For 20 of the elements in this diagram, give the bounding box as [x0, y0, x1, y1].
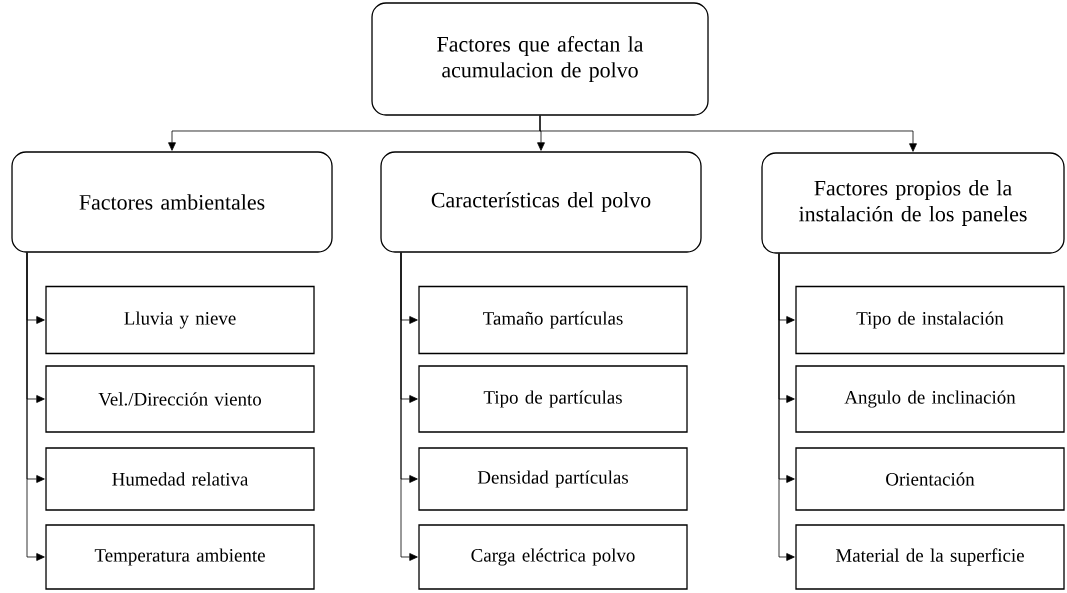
factor-box: Lluvia y nieve [45, 285, 315, 355]
arrow [400, 252, 418, 561]
factor-box: Tamaño partículas [418, 285, 688, 355]
factor-box: Tipo de partículas [418, 365, 688, 433]
factor-box: Densidad partículas [418, 447, 688, 511]
arrow [778, 253, 795, 561]
factor-box: Carga eléctrica polvo [418, 524, 688, 590]
factor-box: Material de la superficie [795, 524, 1065, 590]
heading-box: Factores que afectan la acumulacion de polvo [371, 2, 709, 116]
factor-box: Humedad relativa [45, 447, 315, 511]
factor-box: Vel./Dirección viento [45, 365, 315, 433]
factor-box: Temperatura ambiente [45, 524, 315, 590]
factor-box: Angulo de inclinación [795, 365, 1065, 433]
factor-box: Tipo de instalación [795, 285, 1065, 355]
arrow [539, 115, 917, 152]
category-box: Factores propios de la instalación de los paneles [761, 152, 1065, 254]
factor-box: Orientación [795, 447, 1065, 511]
category-box: Características del polvo [380, 151, 702, 253]
category-box: Factores ambientales [11, 151, 333, 253]
arrow [26, 252, 45, 561]
